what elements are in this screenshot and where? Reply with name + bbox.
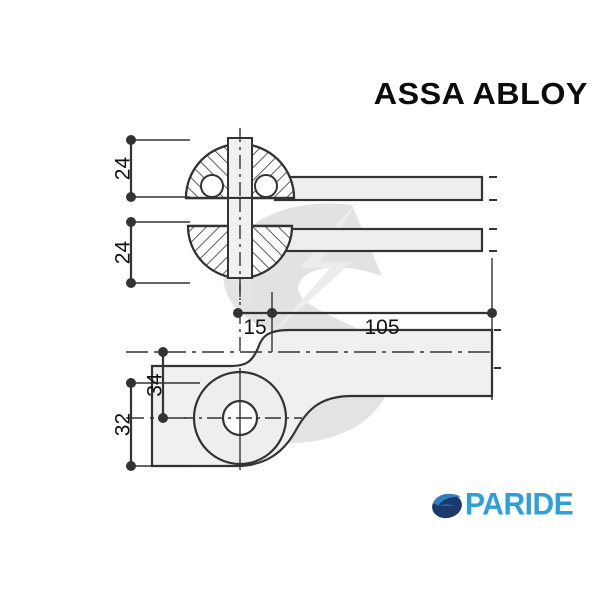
upper-arm xyxy=(273,175,484,202)
dim-dot xyxy=(267,308,277,318)
lower-arm xyxy=(273,227,484,253)
paride-logo-text: PARIDE xyxy=(465,487,574,522)
assa-abloy-logo-text: ASSA ABLOY xyxy=(373,76,588,111)
dim-dot xyxy=(158,347,168,357)
dim-dot xyxy=(126,135,136,145)
dim-dot xyxy=(487,308,497,318)
dimension-lower-knuckle-height: 24 xyxy=(112,217,136,288)
dim-dot xyxy=(158,413,168,423)
ball-bearing-right xyxy=(254,174,278,198)
paride-swoosh-mark xyxy=(430,488,464,522)
dimension-label: 15 xyxy=(243,316,266,339)
ball-bearing-left xyxy=(200,174,224,198)
dimension-label: 105 xyxy=(364,316,399,339)
dim-dot xyxy=(126,278,136,288)
dimension-label: 34 xyxy=(144,373,167,397)
dimension-boss-offset: 34 xyxy=(144,347,168,423)
dim-dot xyxy=(126,217,136,227)
dimension-arm-length: 105 xyxy=(267,308,497,339)
dim-dot xyxy=(126,192,136,202)
assa-abloy-logo: ASSA ABLOY xyxy=(366,74,588,114)
paride-logo: PARIDE xyxy=(430,484,590,526)
dimension-label: 24 xyxy=(112,157,135,181)
extension-ticks xyxy=(489,176,501,369)
dimension-label: 32 xyxy=(112,413,135,436)
dimension-label: 24 xyxy=(112,241,135,265)
dimension-top-knuckle-height: 24 xyxy=(112,135,136,202)
dim-dot xyxy=(233,308,243,318)
pivot-boss xyxy=(178,368,302,470)
dimension-bottom-plate-height: 32 xyxy=(112,378,136,471)
dim-dot xyxy=(126,378,136,388)
dimension-group: 24 24 34 32 15 105 xyxy=(112,135,497,471)
dim-dot xyxy=(126,461,136,471)
upper-knuckle-section xyxy=(184,128,296,201)
